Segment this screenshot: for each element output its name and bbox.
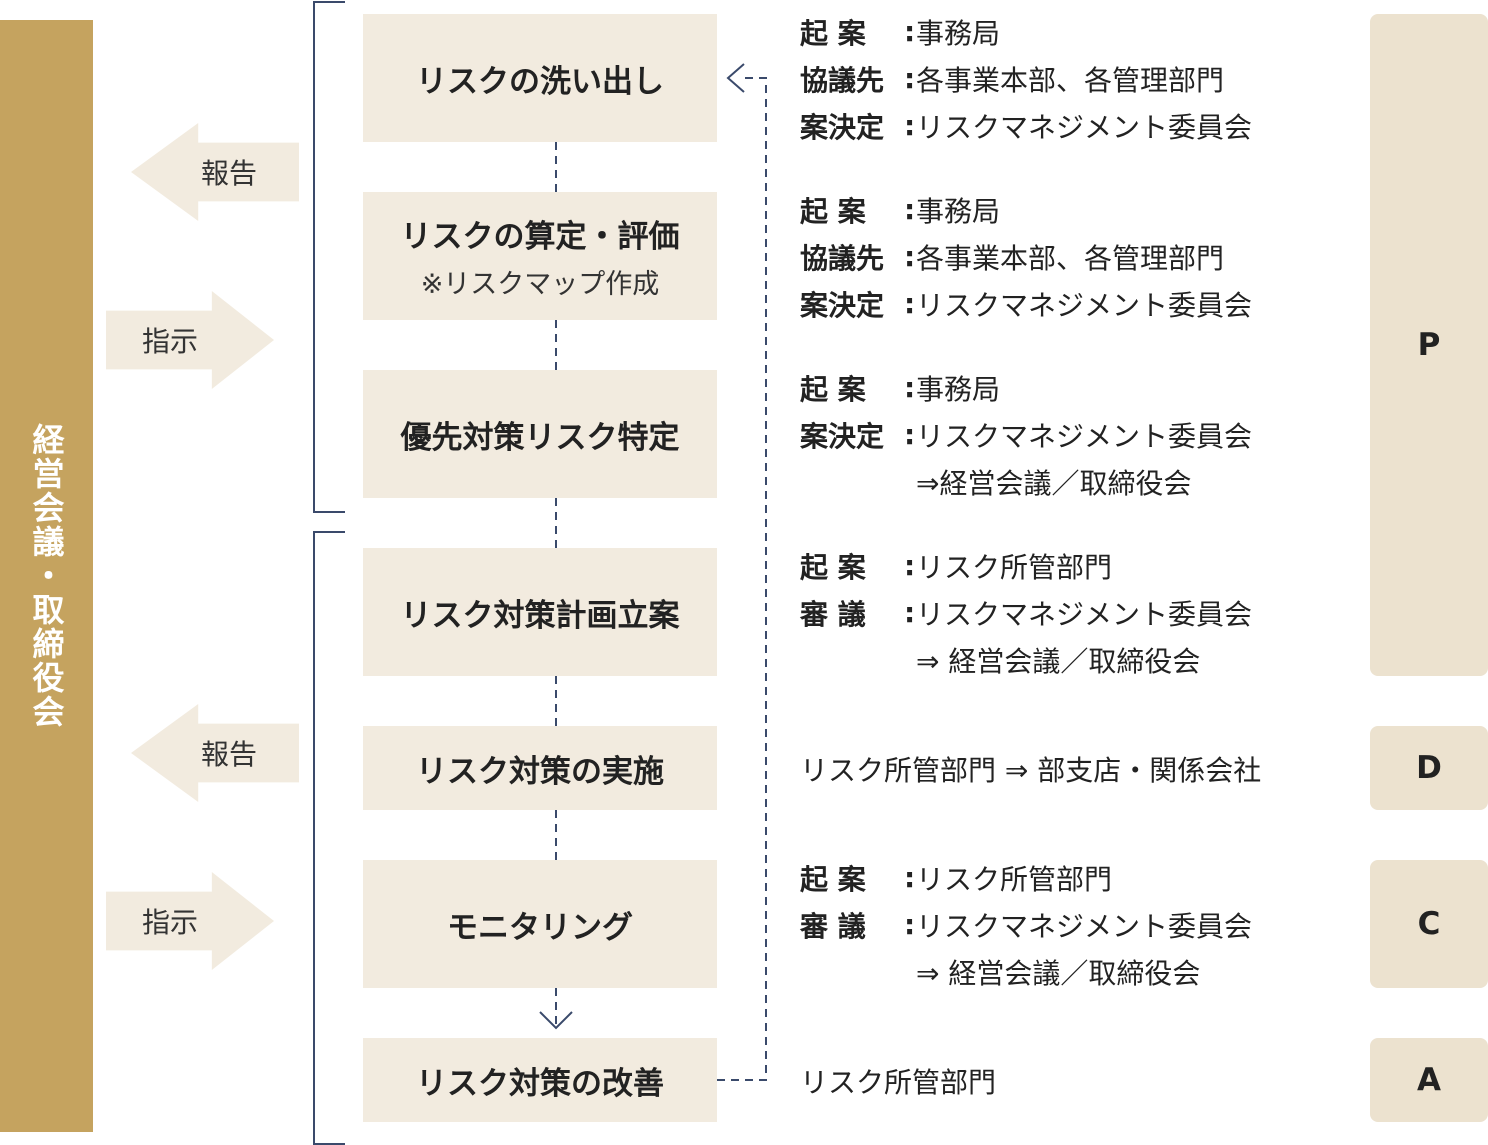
desc-value: リスクマネジメント委員会 — [916, 419, 1253, 453]
desc-colon: : — [904, 908, 916, 941]
desc-step-7: リスク所管部門 — [800, 1057, 996, 1104]
desc-colon: : — [904, 193, 916, 226]
desc-colon: : — [904, 418, 916, 451]
phase-label: D — [1416, 750, 1442, 786]
management-board-bar: 経営会議・取締役会 — [0, 20, 93, 1132]
desc-value: リスクマネジメント委員会 — [916, 909, 1253, 943]
desc-colon: : — [904, 596, 916, 629]
phase-label: C — [1417, 906, 1441, 942]
desc-step-3: 起 案:事務局 案決定:リスクマネジメント委員会 ⇒経営会議／取締役会 — [800, 364, 1252, 505]
phase-do: D — [1370, 726, 1488, 810]
desc-colon: : — [904, 240, 916, 273]
step-priority-risk: 優先対策リスク特定 — [363, 370, 717, 498]
desc-value: リスクマネジメント委員会 — [916, 288, 1253, 322]
desc-key: 審 議 — [800, 597, 866, 631]
step-subtitle: ※リスクマップ作成 — [420, 269, 660, 300]
step-countermeasure-plan: リスク対策計画立案 — [363, 548, 717, 676]
desc-key: 案決定 — [800, 288, 885, 322]
report-arrow-2-label: 報告 — [201, 738, 258, 771]
desc-colon: : — [904, 15, 916, 48]
desc-colon: : — [904, 62, 916, 95]
phase-label: A — [1417, 1062, 1441, 1098]
desc-key: 協議先 — [800, 241, 885, 275]
step-title: モニタリング — [447, 909, 633, 946]
step-monitoring: モニタリング — [363, 860, 717, 988]
desc-value: 各事業本部、各管理部門 — [916, 63, 1225, 97]
desc-key: 協議先 — [800, 63, 885, 97]
desc-step-2: 起 案:事務局 協議先:各事業本部、各管理部門 案決定:リスクマネジメント委員会 — [800, 186, 1252, 327]
desc-step-1: 起 案:事務局 協議先:各事業本部、各管理部門 案決定:リスクマネジメント委員会 — [800, 8, 1252, 149]
step-title: 優先対策リスク特定 — [400, 419, 680, 456]
desc-value: 事務局 — [916, 372, 1001, 406]
step-title: リスク対策の実施 — [416, 753, 664, 790]
desc-colon: : — [904, 549, 916, 582]
phase-label: P — [1417, 327, 1441, 363]
desc-key: 案決定 — [800, 419, 885, 453]
desc-key: 案決定 — [800, 110, 885, 144]
step-improvement: リスク対策の改善 — [363, 1038, 717, 1122]
step-title: リスク対策の改善 — [416, 1065, 664, 1102]
desc-colon: : — [904, 371, 916, 404]
step-risk-identification: リスクの洗い出し — [363, 14, 717, 142]
desc-colon: : — [904, 861, 916, 894]
desc-value: 事務局 — [916, 16, 1001, 50]
step-title: リスク対策計画立案 — [400, 597, 680, 634]
desc-colon: : — [904, 287, 916, 320]
desc-key: 起 案 — [800, 372, 866, 406]
desc-value: 事務局 — [916, 194, 1001, 228]
desc-value: リスク所管部門 — [916, 862, 1113, 896]
report-arrow-1-label: 報告 — [201, 157, 258, 190]
step-countermeasure-implementation: リスク対策の実施 — [363, 726, 717, 810]
phase-check: C — [1370, 860, 1488, 988]
desc-value: リスクマネジメント委員会 — [916, 597, 1253, 631]
desc-key: 審 議 — [800, 909, 866, 943]
planning-bracket — [313, 1, 345, 513]
desc-value: 各事業本部、各管理部門 — [916, 241, 1225, 275]
desc-escalation: ⇒経営会議／取締役会 — [916, 466, 1192, 500]
instruction-arrow-2-label: 指示 — [142, 906, 199, 939]
desc-text: リスク所管部門 — [800, 1065, 997, 1099]
desc-step-6: 起 案:リスク所管部門 審 議:リスクマネジメント委員会 ⇒ 経営会議／取締役会 — [800, 854, 1252, 995]
desc-colon: : — [904, 109, 916, 142]
desc-escalation: ⇒ 経営会議／取締役会 — [916, 956, 1201, 990]
desc-value: リスク所管部門 — [916, 550, 1113, 584]
step-title: リスクの洗い出し — [416, 63, 664, 100]
step-title: リスクの算定・評価 — [400, 219, 680, 255]
desc-key: 起 案 — [800, 194, 866, 228]
desc-key: 起 案 — [800, 550, 866, 584]
phase-plan: P — [1370, 14, 1488, 676]
step-risk-assessment: リスクの算定・評価 ※リスクマップ作成 — [363, 192, 717, 320]
desc-key: 起 案 — [800, 862, 866, 896]
phase-act: A — [1370, 1038, 1488, 1122]
desc-key: 起 案 — [800, 16, 866, 50]
desc-value: リスクマネジメント委員会 — [916, 110, 1253, 144]
desc-step-5: リスク所管部門 ⇒ 部支店・関係会社 — [800, 745, 1261, 792]
instruction-arrow-1-label: 指示 — [142, 325, 199, 358]
desc-text: リスク所管部門 ⇒ 部支店・関係会社 — [800, 753, 1262, 787]
desc-escalation: ⇒ 経営会議／取締役会 — [916, 644, 1201, 678]
management-board-label: 経営会議・取締役会 — [27, 423, 66, 729]
desc-step-4: 起 案:リスク所管部門 審 議:リスクマネジメント委員会 ⇒ 経営会議／取締役会 — [800, 542, 1252, 683]
